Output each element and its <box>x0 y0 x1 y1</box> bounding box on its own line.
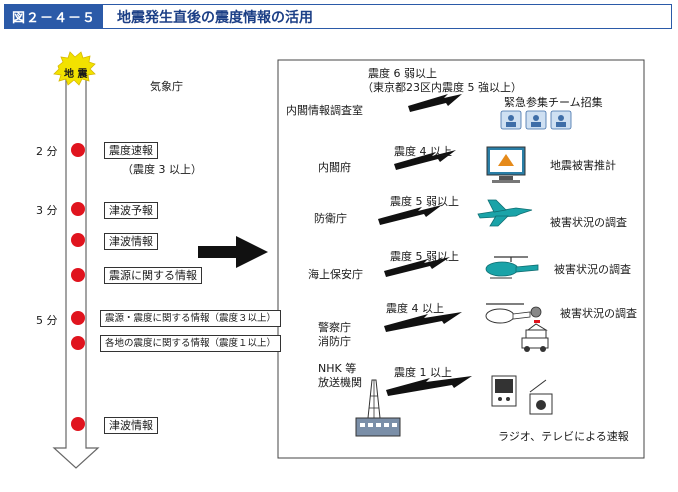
people-icon <box>500 110 572 130</box>
jet-icon <box>477 199 533 227</box>
event-dot <box>71 143 85 157</box>
agency-police: 警察庁 <box>318 321 351 334</box>
figure-title: 地震発生直後の震度情報の活用 <box>117 9 313 26</box>
item-shindo-sokuho-note: （震度 3 以上） <box>122 163 202 176</box>
recipients-frame <box>277 59 645 459</box>
broadcast-tower-icon <box>355 379 401 437</box>
tv-radio-icon <box>491 375 553 415</box>
cond-shindo-4-b: 震度 4 以上 <box>386 302 444 315</box>
agency-jma: 気象庁 <box>150 80 183 93</box>
item-tsunami-yoho: 津波予報 <box>104 202 158 219</box>
item-shindo-sokuho: 震度速報 <box>104 142 158 159</box>
event-dot <box>71 336 85 350</box>
cond-shindo-1: 震度 1 以上 <box>394 366 452 379</box>
agency-defense: 防衛庁 <box>314 212 347 225</box>
event-dot <box>71 202 85 216</box>
action-survey-coastguard: 被害状況の調査 <box>554 263 631 276</box>
big-arrow <box>198 236 268 268</box>
action-survey-defense: 被害状況の調査 <box>550 216 627 229</box>
cond-shindo-5weak-a: 震度 5 弱以上 <box>390 195 459 208</box>
cond-shindo-4-a: 震度 4 以上 <box>394 145 452 158</box>
action-emergency-team: 緊急参集チーム招集 <box>504 96 603 109</box>
item-tsunami-joho-final: 津波情報 <box>104 417 158 434</box>
action-survey-police: 被害状況の調査 <box>560 307 637 320</box>
agency-coast-guard: 海上保安庁 <box>308 268 363 281</box>
earthquake-badge: 地 震 <box>64 69 88 80</box>
earthquake-burst <box>53 51 96 86</box>
item-shingen-joho: 震源に関する情報 <box>104 267 202 284</box>
event-dot <box>71 417 85 431</box>
agency-fire: 消防庁 <box>318 335 351 348</box>
action-radio-tv-flash: ラジオ、テレビによる速報 <box>498 430 629 443</box>
minute-2: 2 分 <box>36 145 58 158</box>
item-tsunami-joho: 津波情報 <box>104 233 158 250</box>
event-dot <box>71 233 85 247</box>
agency-cabinet-office: 内閣府 <box>318 161 351 174</box>
minute-3: 3 分 <box>36 204 58 217</box>
cond-shindo-6: 震度 6 弱以上 <box>368 67 437 80</box>
police-vehicles-icon <box>485 303 549 352</box>
event-dot <box>71 311 85 325</box>
item-kakuchi-shindo-joho: 各地の震度に関する情報（震度１以上） <box>100 335 282 352</box>
item-shingen-shindo-joho: 震源・震度に関する情報（震度３以上） <box>100 310 282 327</box>
minute-5: 5 分 <box>36 314 58 327</box>
figure-title-bar: 図２－４－５ 地震発生直後の震度情報の活用 <box>4 4 672 29</box>
computer-icon <box>486 146 526 183</box>
event-dot <box>71 268 85 282</box>
cond-tokyo-5strong: （東京都23区内震度 5 強以上） <box>362 81 522 94</box>
figure-number: 図２－４－５ <box>5 5 103 28</box>
helicopter-icon <box>485 256 539 279</box>
agency-cabinet-intelligence: 内閣情報調査室 <box>286 104 363 117</box>
agency-broadcasters: 放送機関 <box>318 376 362 389</box>
cond-shindo-5weak-b: 震度 5 弱以上 <box>390 250 459 263</box>
agency-nhk: NHK 等 <box>318 362 357 375</box>
action-damage-estimate: 地震被害推計 <box>550 159 616 172</box>
